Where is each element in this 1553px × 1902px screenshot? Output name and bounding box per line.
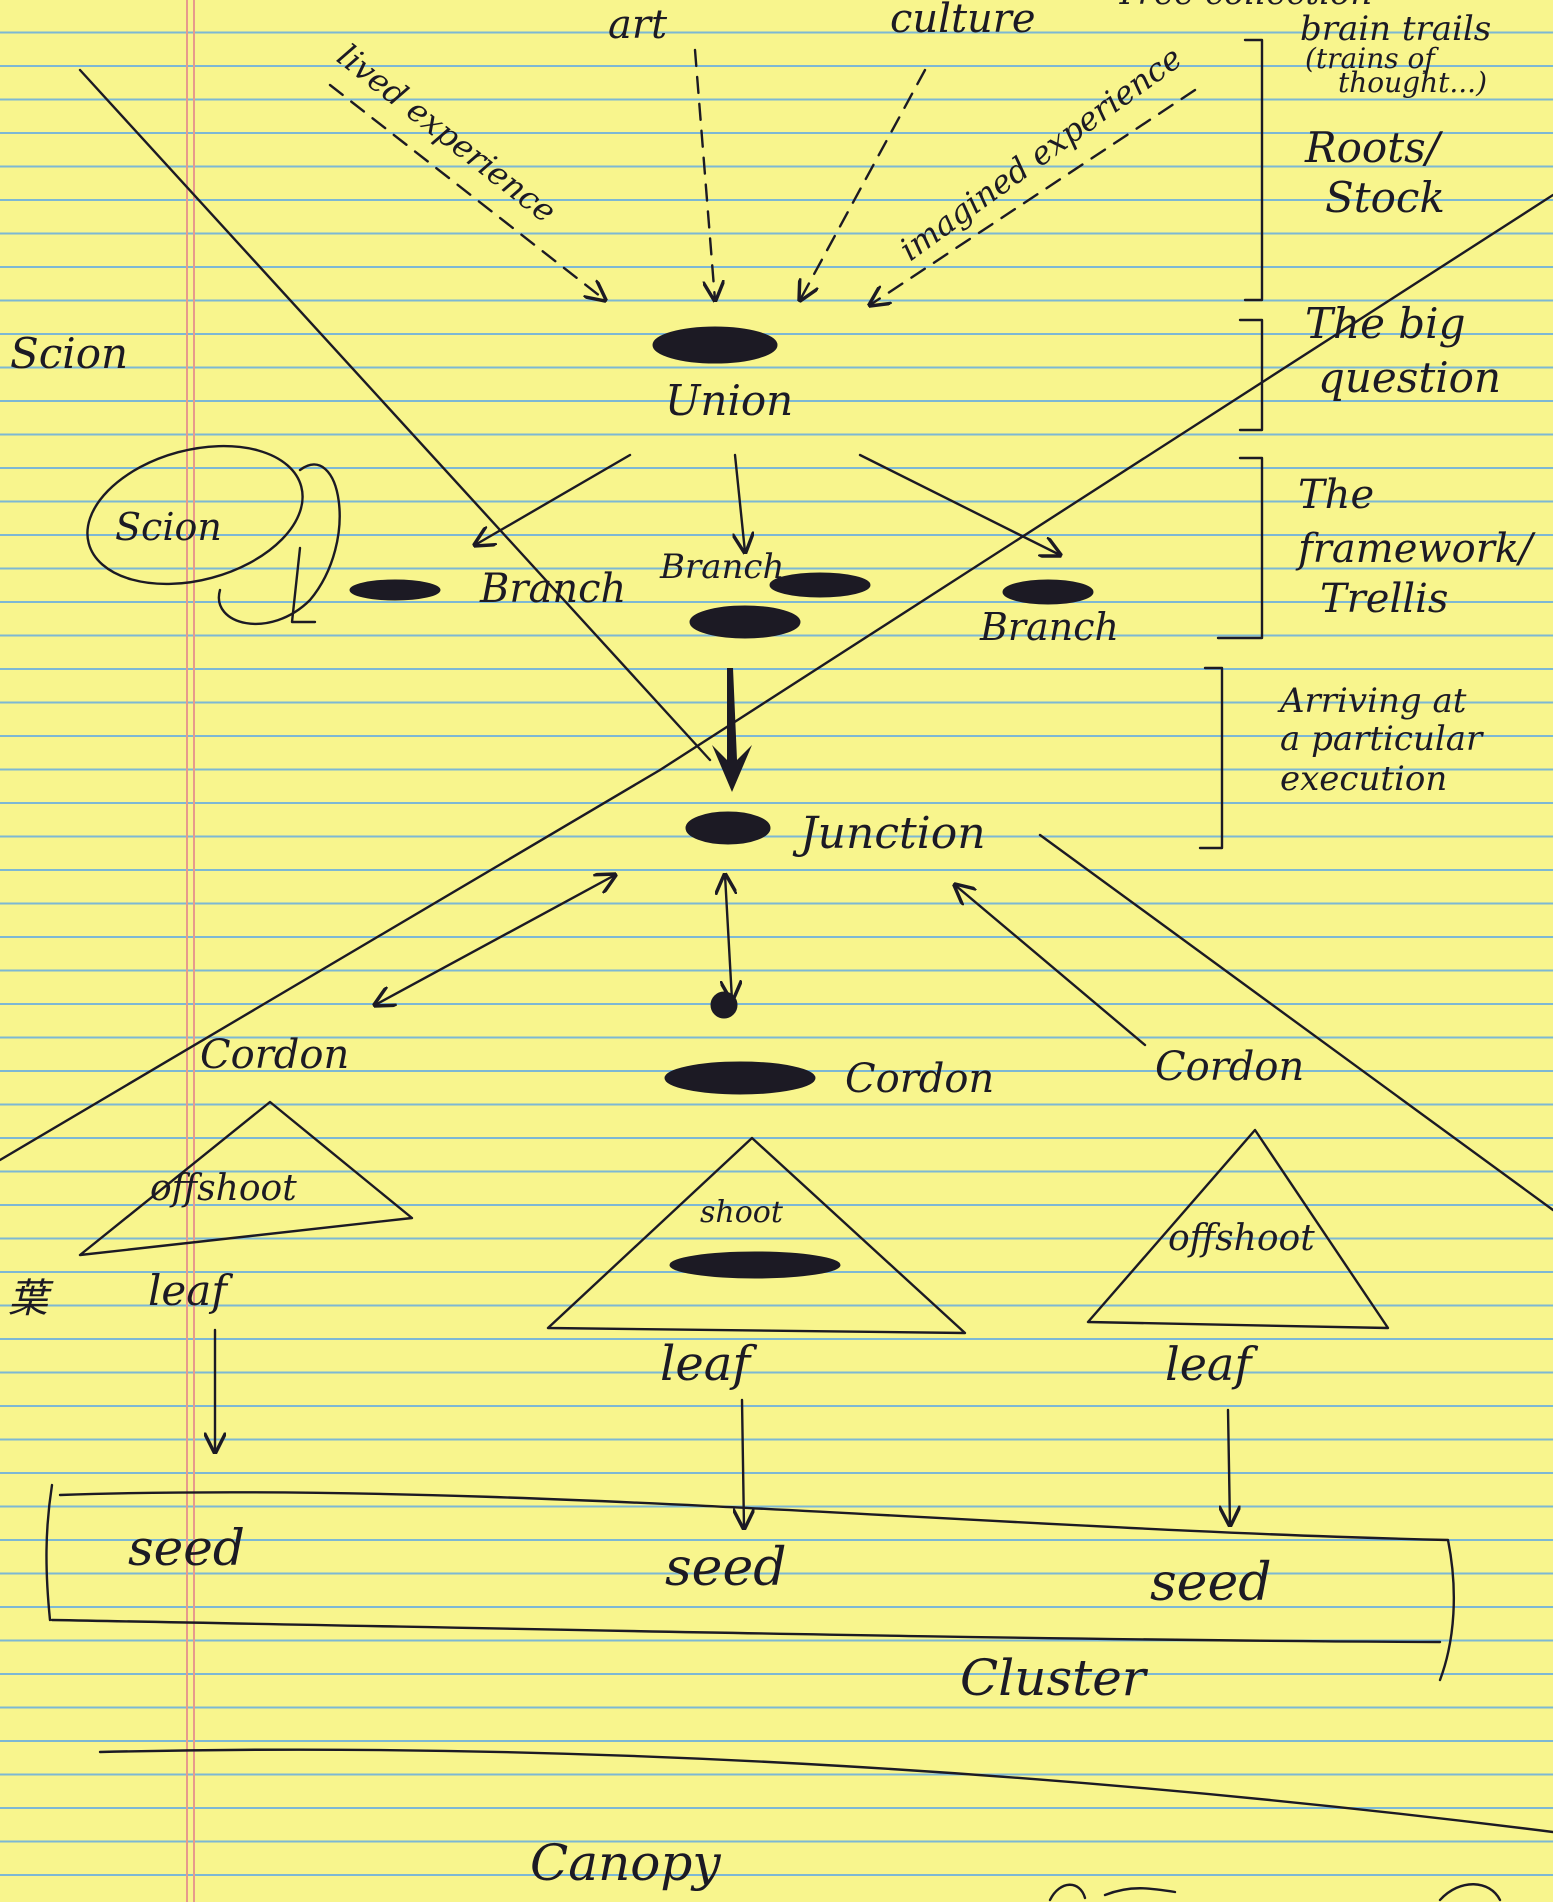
big-question-label-2: question — [1318, 353, 1501, 402]
cluster-bracket — [45, 1483, 1456, 1682]
thought-label: thought...) — [1338, 66, 1487, 99]
brain-trails-label: brain trails — [1300, 9, 1491, 49]
diagonal-line — [1038, 833, 1553, 1212]
art-arrow — [693, 48, 715, 300]
shoot-triangle-mid — [546, 1136, 967, 1335]
thick-arrow — [712, 668, 752, 792]
union-to-branch-mid-arrow — [735, 453, 745, 552]
big-question-label-1: The big — [1305, 299, 1465, 348]
margin-line — [186, 0, 188, 1902]
culture-arrow — [800, 68, 927, 300]
scion-bracket — [290, 546, 317, 624]
roots-bracket — [1243, 38, 1264, 302]
execution-bracket — [1198, 666, 1224, 850]
offshoot-label-3: offshoot — [1168, 1218, 1315, 1259]
arriving-label-1: Arriving at — [1277, 681, 1467, 721]
shoot-label: shoot — [700, 1195, 784, 1230]
stock-label: Stock — [1325, 173, 1445, 222]
diagonal-line — [658, 193, 1553, 772]
offshoot-triangle-right — [1086, 1128, 1390, 1330]
framework-label-1: The — [1298, 472, 1374, 518]
branch-label-3: Branch — [979, 605, 1119, 649]
scribble-mark — [652, 326, 778, 364]
tree-collection-label: Tree collection — [1115, 0, 1372, 13]
canopy-label: Canopy — [530, 1834, 721, 1892]
imagined-experience-label: imagined experience — [892, 39, 1189, 269]
leaf-kanji: 葉 — [8, 1276, 54, 1322]
seed-label-1: seed — [128, 1519, 245, 1577]
junction-left-arrow — [375, 875, 615, 1005]
cordon-label-3: Cordon — [1155, 1044, 1304, 1090]
scribble-mark — [689, 605, 801, 639]
lived-experience-arrow — [328, 83, 605, 300]
junction-right-arrow — [955, 885, 1147, 1047]
seed-label-3: seed — [1150, 1553, 1272, 1613]
imagined-experience-arrow — [870, 88, 1197, 305]
diagonal-line — [0, 768, 662, 1162]
canopy-line — [98, 1748, 1553, 1834]
framework-label-3: Trellis — [1320, 576, 1448, 622]
union-to-branch-right-arrow — [858, 453, 1060, 555]
offshoot-label-1: offshoot — [150, 1168, 297, 1209]
trains-label: (trains of — [1305, 42, 1439, 75]
leaf-to-seed-arrow — [1228, 1408, 1230, 1525]
scion-label-circled: Scion — [115, 505, 222, 549]
cluster-line — [50, 1618, 1442, 1644]
scion-loop — [217, 463, 341, 625]
leaf-label-2: leaf — [660, 1336, 757, 1392]
scribble-mark — [669, 1251, 841, 1279]
cordon-label-2: Cordon — [845, 1056, 994, 1102]
arriving-label-2: a particular — [1280, 719, 1484, 759]
scribble-mark — [349, 579, 441, 601]
lived-experience-label: lived experience — [330, 36, 563, 230]
roots-label: Roots/ — [1304, 123, 1444, 172]
scribble-mark — [769, 572, 871, 598]
junction-label: Junction — [792, 808, 986, 859]
branch-label-1: Branch — [479, 566, 626, 612]
big-question-bracket — [1238, 318, 1264, 432]
scribble-mark — [685, 811, 771, 845]
leaf-to-seed-arrow — [742, 1398, 744, 1528]
union-label: Union — [665, 376, 793, 425]
union-to-branch-left-arrow — [475, 453, 632, 545]
arriving-label-3: execution — [1280, 759, 1447, 799]
scion-circle — [86, 444, 304, 586]
scribble-mark — [1002, 579, 1094, 605]
cluster-label: Cluster — [960, 1649, 1149, 1707]
margin-line — [193, 0, 195, 1902]
scion-label: Scion — [10, 329, 128, 378]
diagonal-line — [78, 68, 712, 762]
leaf-label-1: leaf — [148, 1266, 233, 1315]
leaf-label-3: leaf — [1165, 1337, 1258, 1391]
framework-bracket — [1216, 456, 1264, 640]
signature-scribble — [1048, 1883, 1502, 1902]
scribble-mark — [710, 991, 738, 1019]
art-label: art — [608, 2, 668, 48]
junction-mid-arrow — [725, 875, 732, 1000]
cordon-label-1: Cordon — [200, 1032, 349, 1078]
scribble-mark — [664, 1061, 816, 1095]
seed-label-2: seed — [665, 1538, 787, 1598]
branch-label-2: Branch — [659, 547, 784, 587]
culture-label: culture — [890, 0, 1036, 42]
framework-label-2: framework/ — [1295, 526, 1536, 572]
offshoot-triangle-left — [78, 1100, 414, 1257]
